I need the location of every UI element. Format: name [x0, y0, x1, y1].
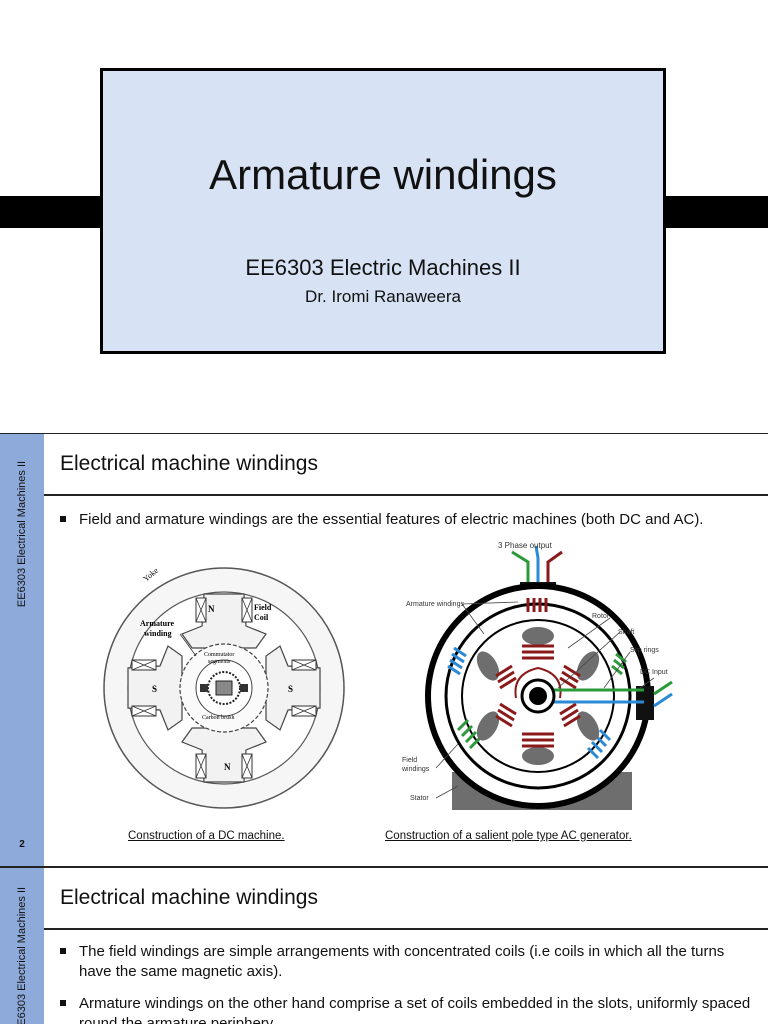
label-segments: segments: [208, 659, 231, 665]
bullet-square-icon: [60, 1000, 66, 1006]
label-commutator: Commutator: [204, 652, 234, 658]
bullet-item: Field and armature windings are the esse…: [60, 510, 750, 530]
title-slide: Armature windings EE6303 Electric Machin…: [0, 0, 768, 435]
ac-figure-caption: Construction of a salient pole type AC g…: [385, 830, 632, 842]
bullet-square-icon: [60, 948, 66, 954]
page-number: 2: [19, 839, 25, 850]
label-pole-s-right: S: [288, 684, 293, 694]
label-shaft: Shaft: [618, 629, 634, 636]
label-armature: Armature: [140, 619, 175, 628]
decor-bar-left: [0, 196, 104, 228]
bullet-item: Armature windings on the other hand comp…: [60, 994, 760, 1024]
label-armature-windings: Armature windings: [406, 601, 464, 608]
dc-figure-caption: Construction of a DC machine.: [128, 830, 285, 842]
label-pole-n-top: N: [208, 604, 215, 614]
label-pole-s-left: S: [152, 684, 157, 694]
bullet-item: The field windings are simple arrangemen…: [60, 942, 740, 982]
label-dc-input: DC Input: [640, 669, 668, 676]
label-field-windings-2: windings: [401, 766, 430, 773]
heading-rule: [44, 928, 768, 930]
slide-heading: Electrical machine windings: [60, 886, 318, 909]
heading-rule: [44, 494, 768, 496]
bullet-square-icon: [60, 516, 66, 522]
label-winding: winding: [144, 629, 172, 638]
label-field-windings-1: Field: [402, 757, 417, 764]
label-coil: Coil: [254, 613, 269, 622]
slide-title: Armature windings: [209, 151, 557, 198]
label-carbon-brush: Carbon brush: [202, 715, 235, 721]
dc-machine-figure: Yoke N N S S Field Coil Armature winding…: [103, 566, 345, 809]
title-box: Armature windings EE6303 Electric Machin…: [100, 68, 666, 354]
slide-heading: Electrical machine windings: [60, 452, 318, 475]
side-strip: [0, 434, 44, 866]
content-slide-3: EE6303 Electrical Machines II Electrical…: [0, 868, 768, 1024]
label-pole-n-bottom: N: [224, 762, 231, 772]
label-slip-rings: Slip rings: [630, 647, 659, 654]
label-yoke: Yoke: [142, 566, 161, 584]
author-name: Dr. Iromi Ranaweera: [305, 287, 461, 306]
side-strip: [0, 868, 44, 1024]
label-rotor: Rotor: [592, 613, 610, 620]
ac-generator-figure: 3 Phase output Armature windings Rotor S…: [401, 541, 673, 810]
content-slide-2: EE6303 Electrical Machines II 2 Electric…: [0, 434, 768, 868]
label-field: Field: [254, 603, 272, 612]
label-phase-output: 3 Phase output: [498, 541, 553, 550]
course-name: EE6303 Electric Machines II: [245, 255, 521, 280]
label-stator: Stator: [410, 795, 429, 802]
decor-bar-right: [664, 196, 768, 228]
